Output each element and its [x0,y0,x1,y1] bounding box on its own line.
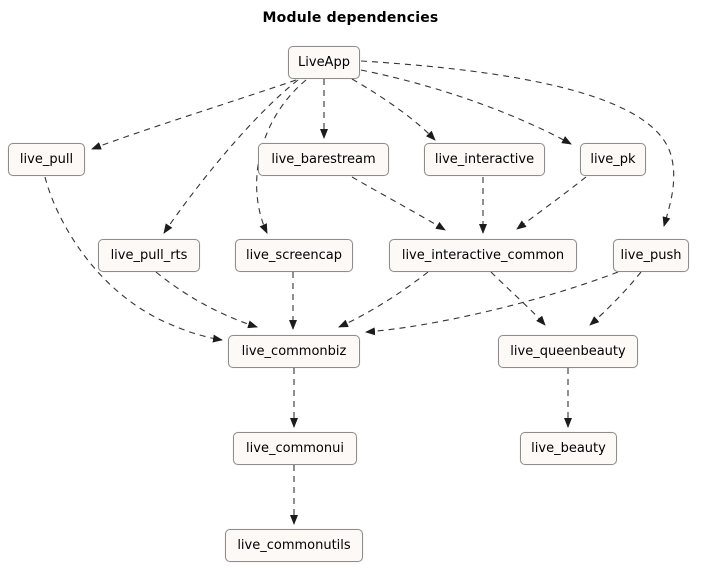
edge-live_interactive_common-to-live_commonbiz [338,271,429,328]
edge-live_pull-to-live_commonbiz [44,176,223,343]
edge-live_pull_rts-to-live_commonbiz [155,271,258,329]
edge-LiveApp-to-live_pk [360,69,572,145]
edge-live_interactive_common-to-live_queenbeauty [490,271,546,326]
node-live_barestream: live_barestream [258,143,389,176]
edge-live_barestream-to-live_interactive_common [351,176,446,231]
node-live_commonui: live_commonui [233,432,357,465]
node-live_interactive_common: live_interactive_common [389,239,577,272]
node-live_commonbiz: live_commonbiz [228,335,360,368]
edge-LiveApp-to-live_pull [91,79,297,150]
edge-LiveApp-to-live_push [360,60,675,227]
edge-live_pk-to-live_interactive_common [516,176,587,230]
node-live_interactive: live_interactive [424,143,545,176]
node-live_beauty: live_beauty [520,432,617,465]
node-live_push: live_push [613,239,689,272]
node-live_pull: live_pull [8,143,85,176]
node-live_queenbeauty: live_queenbeauty [498,335,638,368]
dependency-edges [44,60,675,525]
node-live_commonutils: live_commonutils [225,529,363,562]
edge-LiveApp-to-live_interactive [351,78,436,141]
edge-LiveApp-to-live_pull_rts [163,79,299,234]
node-live_screencap: live_screencap [235,239,353,272]
node-live_pull_rts: live_pull_rts [98,239,200,272]
node-live_pk: live_pk [580,143,646,176]
edge-live_push-to-live_commonbiz [365,271,619,336]
diagram-title: Module dependencies [262,10,439,26]
edge-live_push-to-live_queenbeauty [589,271,642,326]
node-LiveApp: LiveApp [288,46,360,79]
